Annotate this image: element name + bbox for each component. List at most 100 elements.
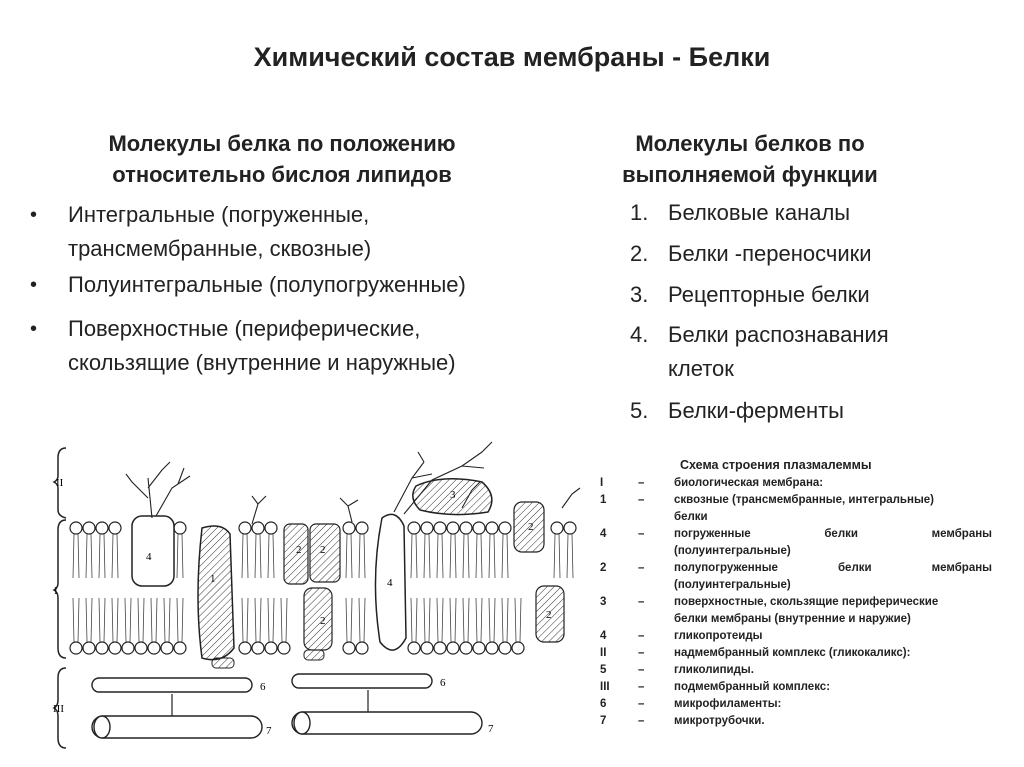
lipid-tail: [476, 598, 477, 642]
lipid-head: [239, 522, 251, 534]
lipid-tail: [242, 534, 243, 578]
lipid-tail: [359, 598, 360, 642]
item-text: Белки -переносчики: [668, 241, 872, 266]
item-text: Белки распознавания: [668, 322, 889, 347]
lipid-tail: [260, 598, 261, 642]
legend-row: 6–микрофиламенты:: [600, 696, 992, 713]
right-item-1: 1.Белковые каналы: [630, 196, 850, 230]
lipid-tail: [494, 598, 495, 642]
bullet-icon: •: [30, 312, 37, 346]
left-heading-line2: относительно бислоя липидов: [52, 159, 512, 190]
lipid-tail: [359, 534, 360, 578]
protein-label: 2: [546, 609, 552, 621]
lipid-head: [486, 522, 498, 534]
lipid-tail: [572, 534, 573, 578]
lipid-head: [356, 642, 368, 654]
lipid-head: [473, 522, 485, 534]
protein-transmembrane-1: [198, 526, 234, 660]
lipid-tail: [112, 598, 113, 642]
lipid-tail: [346, 534, 347, 578]
lipid-tail: [450, 534, 451, 578]
item-number: 5.: [630, 394, 668, 428]
protein-label: 2: [296, 544, 302, 556]
lipid-head: [70, 642, 82, 654]
lipid-tail: [99, 534, 100, 578]
filament-label: 7: [266, 725, 272, 737]
lipid-tail: [86, 598, 87, 642]
lipid-tail: [494, 534, 495, 578]
lipid-head: [408, 522, 420, 534]
lipid-tail: [117, 534, 118, 578]
lipid-tail: [364, 598, 365, 642]
lipid-head: [122, 642, 134, 654]
lipid-head: [434, 522, 446, 534]
lipid-tail: [481, 598, 482, 642]
lipid-head: [70, 522, 82, 534]
lipid-tail: [260, 534, 261, 578]
lipid-tail: [138, 598, 139, 642]
bullet-text: Поверхностные (периферические,: [68, 312, 456, 346]
lipid-tail: [351, 534, 352, 578]
right-item-5: 5.Белки-ферменты: [630, 394, 844, 428]
lipid-tail: [73, 534, 74, 578]
lipid-tail: [151, 598, 152, 642]
item-number: 2.: [630, 237, 668, 271]
lipid-head: [252, 522, 264, 534]
legend-row: 7–микротрубочки.: [600, 713, 992, 730]
lipid-tail: [429, 534, 430, 578]
lipid-tail: [247, 534, 248, 578]
lipid-tail: [125, 598, 126, 642]
lipid-head: [83, 522, 95, 534]
protein-foot: [212, 658, 234, 668]
lipid-tail: [286, 598, 287, 642]
protein-half-2c: [304, 588, 332, 650]
lipid-head: [161, 642, 173, 654]
item-text: Белковые каналы: [668, 200, 850, 225]
legend-row: 3–поверхностные, скользящие периферическ…: [600, 594, 992, 628]
lipid-tail: [515, 598, 516, 642]
lipid-tail: [476, 534, 477, 578]
lipid-tail: [177, 598, 178, 642]
item-text: Белки-ферменты: [668, 398, 844, 423]
right-item-3: 3.Рецепторные белки: [630, 278, 870, 312]
lipid-head: [109, 642, 121, 654]
lipid-tail: [489, 598, 490, 642]
lipid-tail: [468, 598, 469, 642]
lipid-tail: [86, 534, 87, 578]
lipid-tail: [351, 598, 352, 642]
bullet-text: Полуинтегральные (полупогруженные): [68, 268, 466, 302]
right-item-4: 4.Белки распознавания клеток: [630, 318, 889, 386]
slide-title: Химический состав мембраны - Белки: [0, 42, 1024, 73]
lipid-tail: [112, 534, 113, 578]
lipid-tail: [182, 534, 183, 578]
protein-label: 3: [450, 489, 456, 501]
lipid-tail: [182, 598, 183, 642]
lipid-head: [96, 642, 108, 654]
left-bullet-1: • Интегральные (погруженные, трансмембра…: [68, 198, 371, 266]
lipid-tail: [117, 598, 118, 642]
filament-label: 6: [440, 677, 446, 689]
item-text-cont: клеток: [668, 352, 889, 386]
protein-label: 2: [320, 615, 326, 627]
lipid-tail: [346, 598, 347, 642]
lipid-tail: [130, 598, 131, 642]
lipid-head: [239, 642, 251, 654]
right-heading: Молекулы белков по выполняемой функции: [585, 128, 915, 190]
lipid-tail: [424, 598, 425, 642]
lipid-head: [499, 522, 511, 534]
lipid-head: [96, 522, 108, 534]
lipid-head: [551, 522, 563, 534]
filament-label: 7: [488, 723, 494, 735]
lipid-head: [265, 642, 277, 654]
lipid-head: [278, 642, 290, 654]
left-bullet-2: • Полуинтегральные (полупогруженные): [68, 268, 466, 302]
bullet-icon: •: [30, 268, 37, 302]
lipid-head: [252, 642, 264, 654]
lipid-tail: [91, 534, 92, 578]
lipid-tail: [78, 534, 79, 578]
lipid-head: [356, 522, 368, 534]
lipid-head: [174, 642, 186, 654]
legend-row: 1–сквозные (трансмембранные, интегральны…: [600, 492, 992, 526]
lipid-tail: [99, 598, 100, 642]
lipid-heads-inner: [70, 642, 524, 654]
